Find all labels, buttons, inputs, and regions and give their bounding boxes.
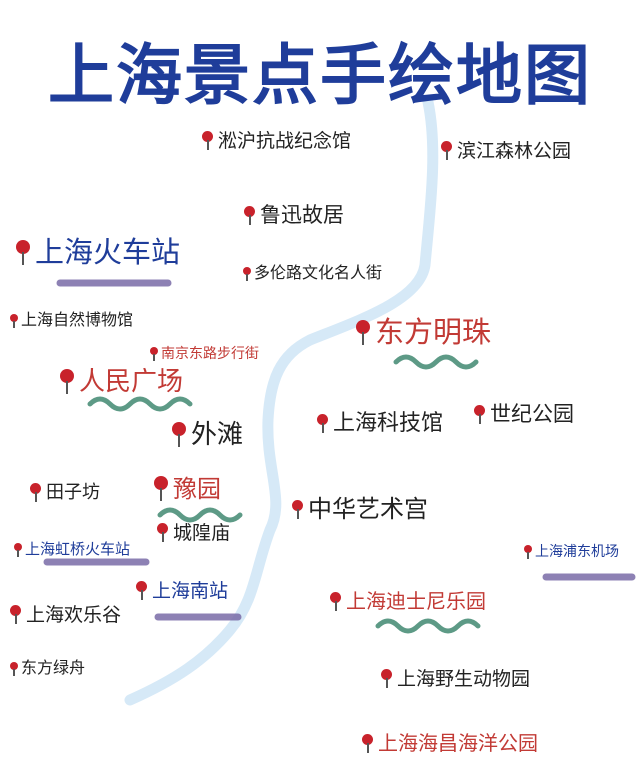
poi-label: 上海火车站: [35, 235, 181, 269]
poi-label: 淞沪抗战纪念馆: [218, 130, 352, 152]
map-pin-icon: [244, 205, 255, 225]
map-pin-icon: [172, 421, 186, 447]
poi-label: 南京东路步行街: [161, 346, 259, 362]
poi-oriental-pearl-tower[interactable]: 东方明珠: [356, 318, 491, 347]
map-pin-icon: [10, 313, 18, 328]
poi-oriental-land[interactable]: 东方绿舟: [10, 660, 85, 676]
poi-shanghai-south-station[interactable]: 上海南站: [136, 580, 229, 602]
poi-label: 上海海昌海洋公园: [378, 731, 538, 755]
poi-peoples-square[interactable]: 人民广场: [60, 367, 184, 397]
poi-label: 中华艺术宫: [308, 495, 428, 523]
poi-label: 外滩: [191, 420, 244, 450]
poi-haichang-ocean-park[interactable]: 上海海昌海洋公园: [362, 733, 538, 753]
poi-hongqiao-railway-station[interactable]: 上海虹桥火车站: [14, 542, 130, 557]
poi-label: 上海浦东机场: [535, 544, 619, 560]
poi-duolun-road[interactable]: 多伦路文化名人街: [243, 265, 382, 281]
poi-binjiang-forest-park[interactable]: 滨江森林公园: [441, 140, 572, 162]
poi-songhu-memorial[interactable]: 淞沪抗战纪念馆: [202, 130, 352, 152]
poi-wild-animal-park[interactable]: 上海野生动物园: [381, 668, 531, 690]
poi-label: 上海自然博物馆: [21, 310, 134, 329]
poi-nanjing-road-east[interactable]: 南京东路步行街: [150, 347, 259, 361]
poi-shanghai-railway-station[interactable]: 上海火车站: [16, 238, 180, 267]
map-pin-icon: [154, 476, 168, 501]
map-pin-icon: [243, 266, 251, 281]
poi-disneyland[interactable]: 上海迪士尼乐园: [330, 591, 486, 611]
wave-yuyuan: [157, 507, 243, 523]
map-pin-icon: [381, 669, 392, 688]
map-pin-icon: [356, 320, 370, 345]
map-pin-icon: [362, 734, 373, 753]
poi-tianzifang[interactable]: 田子坊: [30, 482, 100, 503]
map-pin-icon: [150, 347, 158, 361]
poi-natural-history-museum[interactable]: 上海自然博物馆: [10, 312, 133, 328]
map-pin-icon: [441, 141, 452, 160]
poi-science-museum[interactable]: 上海科技馆: [317, 413, 443, 435]
map-title: 上海景点手绘地图: [48, 37, 592, 114]
map-pin-icon: [157, 523, 168, 542]
map-pin-icon: [330, 592, 341, 611]
wave-peoples-square: [87, 396, 193, 412]
poi-label: 上海虹桥火车站: [25, 540, 131, 558]
map-pin-icon: [202, 131, 213, 150]
poi-the-bund[interactable]: 外滩: [172, 420, 244, 450]
poi-label: 城隍庙: [173, 522, 231, 544]
poi-label: 鲁迅故居: [260, 203, 344, 227]
poi-label: 世纪公园: [490, 402, 574, 426]
poi-yuyuan-garden[interactable]: 豫园: [154, 475, 221, 503]
wave-disney: [375, 618, 481, 634]
huangpu-river: [124, 96, 439, 706]
poi-label: 上海南站: [152, 580, 229, 602]
map-pin-icon: [10, 661, 18, 676]
map-pin-icon: [14, 542, 22, 557]
poi-luxun-residence[interactable]: 鲁迅故居: [244, 205, 344, 226]
map-pin-icon: [136, 581, 147, 600]
poi-happy-valley[interactable]: 上海欢乐谷: [10, 604, 122, 626]
poi-label: 上海欢乐谷: [26, 604, 122, 626]
poi-label: 上海迪士尼乐园: [346, 589, 486, 613]
poi-label: 东方绿舟: [21, 658, 86, 677]
poi-label: 多伦路文化名人街: [254, 263, 383, 282]
poi-label: 人民广场: [79, 367, 184, 397]
poi-label: 田子坊: [46, 482, 100, 503]
poi-china-art-museum[interactable]: 中华艺术宫: [292, 497, 428, 521]
poi-label: 豫园: [173, 475, 221, 503]
poi-label: 东方明珠: [375, 315, 492, 349]
wave-oriental-pearl: [393, 354, 479, 370]
poi-label: 上海野生动物园: [397, 668, 531, 690]
poi-pudong-airport[interactable]: 上海浦东机场: [524, 545, 619, 559]
poi-label: 上海科技馆: [333, 411, 444, 436]
map-pin-icon: [524, 545, 532, 559]
map-pin-icon: [30, 482, 41, 502]
map-pin-icon: [10, 605, 21, 624]
poi-city-god-temple[interactable]: 城隍庙: [157, 522, 231, 544]
poi-label: 滨江森林公园: [457, 140, 572, 162]
map-pin-icon: [474, 404, 485, 424]
poi-century-park[interactable]: 世纪公园: [474, 404, 574, 425]
map-pin-icon: [60, 368, 74, 394]
map-pin-icon: [292, 499, 303, 519]
map-pin-icon: [16, 240, 30, 265]
map-pin-icon: [317, 413, 328, 433]
